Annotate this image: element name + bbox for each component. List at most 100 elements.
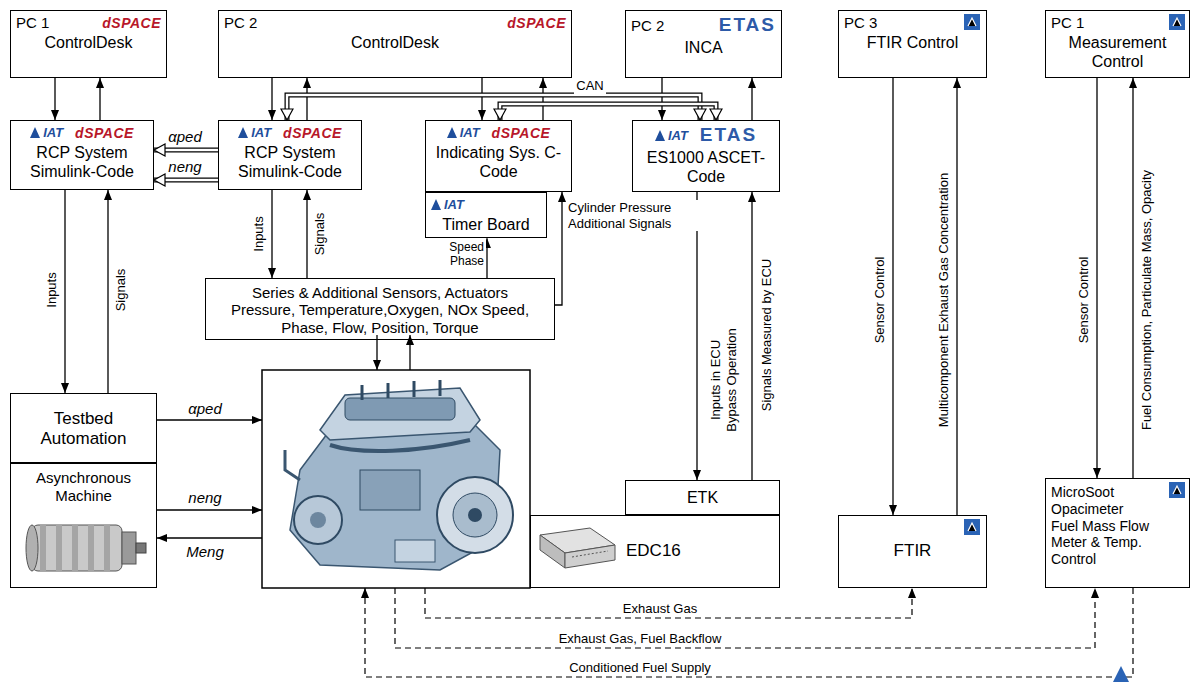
- pc-box: PC 2ETAS INCA: [625, 10, 782, 78]
- box-title: EDC16: [626, 541, 774, 561]
- connector-label: Fuel Consumption, Particulate Mass, Opac…: [1139, 168, 1155, 432]
- connector-label: Sensor Control: [872, 255, 888, 346]
- iat-logo: IAT: [238, 125, 271, 140]
- bus-outline: [154, 178, 218, 183]
- box-header: PC 2dSPACE: [224, 14, 566, 31]
- engine-frame: [262, 370, 530, 588]
- box-header: IATdSPACE: [431, 124, 566, 141]
- box-header: PC 2ETAS: [631, 14, 776, 36]
- pc-label: PC 1: [1051, 14, 1084, 31]
- rcp-box: IATdSPACERCP System Simulink-Code: [10, 120, 154, 190]
- box-title: Measurement Control: [1058, 33, 1178, 71]
- ecu-icon: [540, 528, 615, 568]
- connector-line: [99, 78, 100, 120]
- pc-box: PC 1dSPACEControlDesk: [10, 10, 167, 78]
- connector-label: Sensor Control: [1076, 255, 1092, 346]
- dspace-logo: dSPACE: [75, 125, 134, 141]
- connector-line: [555, 192, 562, 305]
- connector-line: [306, 190, 307, 278]
- connector-line: [500, 104, 716, 120]
- box-title: Series & Additional Sensors, Actuators P…: [230, 284, 530, 336]
- connector-label: Signals Measured by ECU: [759, 257, 775, 413]
- gas-fuel-line: [365, 588, 1133, 677]
- pc-box: PC 3FTIR Control: [838, 10, 987, 78]
- engine-illustration: [285, 380, 513, 570]
- signal-connector: [307, 78, 308, 120]
- signal-connector: [100, 78, 101, 120]
- connector-label: Inputs in ECU Bypass Operation: [708, 319, 739, 441]
- signal-connector: [272, 78, 273, 120]
- connector-line: [481, 78, 482, 120]
- connector-label: Inputs: [251, 214, 267, 253]
- connector-line: [751, 78, 752, 120]
- iat-logo: IAT: [431, 197, 464, 212]
- signal-label: neng: [186, 489, 223, 507]
- etk-box: ETK: [625, 480, 780, 515]
- connector-line: [542, 78, 543, 120]
- rcp-box: IAT dSPACE RCP System Simulink-Code: [218, 120, 362, 190]
- connector-label: neng: [166, 158, 203, 176]
- box-header: IAT dSPACE: [16, 124, 148, 141]
- box-header: PC 1: [1051, 14, 1184, 31]
- box-title: RCP System Simulink-Code: [225, 143, 355, 181]
- connector-line: [661, 78, 662, 120]
- dspace-logo: dSPACE: [283, 125, 342, 141]
- box-header: IAT dSPACE: [224, 124, 356, 141]
- pc-label: PC 1: [16, 14, 49, 31]
- machine-box: Asynchronous Machine: [10, 463, 157, 588]
- bus-outline: [500, 104, 716, 120]
- bus-outline: [287, 95, 700, 120]
- avl-logo-mark: [968, 18, 1181, 531]
- box-header: IAT ETAS: [638, 124, 774, 146]
- box-title: Timer Board: [431, 215, 541, 234]
- box-title: Testbed Automation: [29, 409, 139, 450]
- signal-label: Meng: [184, 543, 226, 561]
- box-title: INCA: [631, 38, 776, 57]
- connector-line: [1132, 78, 1133, 478]
- dspace-logo: dSPACE: [507, 15, 566, 31]
- signal-connector: [1097, 78, 1098, 478]
- bus-outline: [154, 148, 218, 153]
- signal-connector: [752, 192, 753, 480]
- connector-line: [54, 78, 55, 120]
- box-title: Asynchronous Machine: [21, 469, 146, 505]
- bus-connector: [287, 95, 700, 120]
- signal-connector: [697, 192, 698, 480]
- sensor-box: Series & Additional Sensors, Actuators P…: [205, 278, 555, 340]
- box-title: ETK: [631, 488, 774, 507]
- etas-logo: ETAS: [700, 124, 757, 146]
- connector-line: [892, 78, 893, 515]
- signal-label: Exhaust Gas, Fuel Backflow: [557, 631, 724, 647]
- signal-label: Exhaust Gas: [621, 601, 699, 617]
- testbed-box: Testbed Automation: [10, 393, 157, 463]
- connector-line: [64, 190, 65, 393]
- signal-connector: [1133, 78, 1134, 478]
- signal-connector: [893, 78, 894, 515]
- connector-line: [271, 190, 272, 278]
- iat-logo: IAT: [447, 125, 480, 140]
- box-title: FTIR: [844, 541, 981, 561]
- ftir-box: FTIR: [838, 515, 987, 588]
- signal-label: Conditioned Fuel Supply: [567, 660, 713, 676]
- signal-line: [157, 335, 410, 538]
- signal-label: αped: [186, 400, 224, 418]
- connector-label: Signals: [113, 267, 129, 314]
- iat-logo: IAT: [30, 125, 63, 140]
- bus-connector: [154, 180, 218, 181]
- box-header: PC 1dSPACE: [16, 14, 161, 31]
- pc-label: PC 3: [844, 14, 877, 31]
- connector-line: [154, 149, 218, 152]
- connector-label: Multicomponent Exhaust Gas Concentration: [936, 171, 952, 429]
- connector-line: [271, 78, 272, 120]
- connector-line: [486, 238, 487, 278]
- signal-connector: [487, 238, 488, 278]
- signal-connector: [65, 190, 66, 393]
- machine-illustration: [26, 525, 146, 571]
- signal-connector: [752, 78, 753, 120]
- connector-label: αped: [166, 128, 204, 146]
- connector-line: [696, 192, 697, 480]
- connector-line: [107, 190, 108, 393]
- iat-logo: IAT: [655, 128, 688, 143]
